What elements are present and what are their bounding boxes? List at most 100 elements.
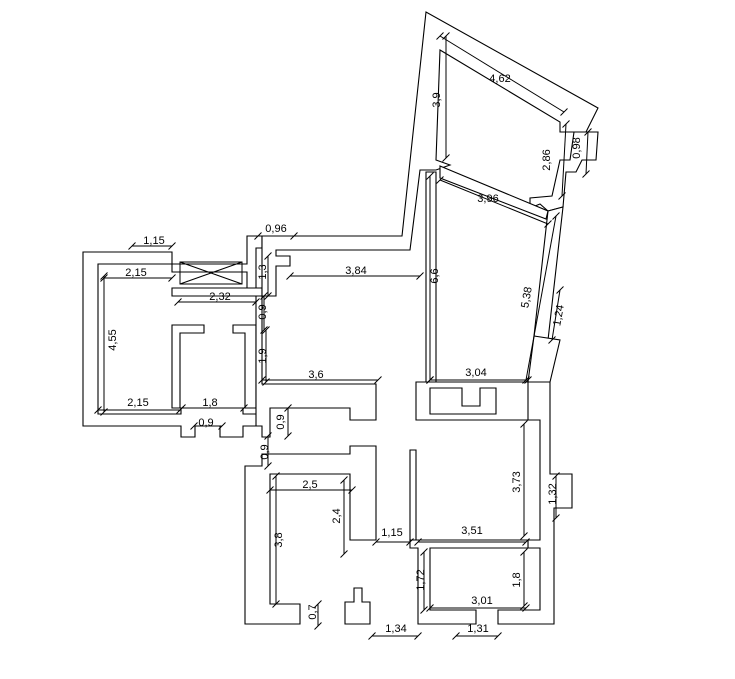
- dimension-label: 2,5: [302, 479, 317, 491]
- dimension-label: 3,51: [461, 525, 482, 537]
- dimension-label: 1,8: [202, 397, 217, 409]
- wall-bottom-middle: [409, 539, 529, 625]
- dimension-label: 1,31: [467, 623, 488, 635]
- dimension-d-24: 2,4: [331, 476, 348, 558]
- dimension-tick: [178, 404, 186, 412]
- dimension-tick: [420, 548, 428, 556]
- dimension-tick: [260, 326, 268, 334]
- dimension-label: 3,9: [431, 92, 443, 107]
- dimension-label: 0,9: [259, 444, 271, 459]
- wall-right-lower: [497, 381, 573, 625]
- dimension-tick: [436, 176, 444, 184]
- wall-main-top: [261, 11, 599, 297]
- dimension-d-096: 0,96: [254, 223, 298, 240]
- dimension-tick: [552, 212, 560, 220]
- dimension-d-132: 1,32: [547, 472, 560, 522]
- dimension-tick: [414, 538, 422, 546]
- dimension-d-301: 3,01: [426, 595, 530, 612]
- dimension-label: 1,24: [551, 304, 567, 327]
- dimension-label: 1,34: [385, 623, 406, 635]
- dimension-d-115b: 1,15: [372, 527, 414, 546]
- dimension-d-09d: 0,9: [259, 432, 272, 470]
- dimension-d-36: 3,6: [258, 369, 382, 384]
- wall-center-inner: [429, 387, 497, 415]
- dimension-label: 2,4: [331, 508, 343, 523]
- dimension-d-286: 2,86: [541, 120, 570, 200]
- dimension-tick: [436, 32, 444, 40]
- dimension-tick: [174, 298, 182, 306]
- dimension-d-124: 1,24: [548, 286, 567, 344]
- dimension-label: 0,9: [257, 304, 269, 319]
- dimension-label: 3,96: [477, 193, 498, 205]
- dimension-d-232: 2,32: [174, 291, 260, 306]
- dimension-d-304: 3,04: [426, 367, 532, 384]
- dimension-label: 1,72: [415, 569, 427, 590]
- dimension-tick: [284, 404, 292, 412]
- dimension-d-172: 1,72: [415, 548, 428, 614]
- dimension-tick: [556, 286, 564, 294]
- dimension-label: 0,7: [307, 604, 319, 619]
- dimension-tick: [494, 632, 502, 640]
- dimension-tick: [552, 472, 560, 480]
- wall-bottom-left-room: [244, 445, 377, 625]
- dimension-tick: [520, 532, 528, 540]
- wall-partition-1: [171, 324, 205, 409]
- dimension-d-351: 3,51: [414, 525, 530, 546]
- dimension-tick: [414, 632, 422, 640]
- dimension-tick: [522, 538, 530, 546]
- wall-right-upper: [529, 131, 599, 212]
- dimension-d-18b: 1,8: [511, 548, 528, 610]
- dimension-label: 2,86: [541, 149, 553, 170]
- dimension-tick: [426, 172, 434, 180]
- dimension-line: [525, 215, 557, 381]
- wall-partition-vertical: [409, 449, 417, 541]
- dimension-tick: [560, 108, 568, 116]
- dimension-label: 0,98: [571, 137, 583, 158]
- dimension-tick: [284, 432, 292, 440]
- dimension-d-455: 4,55: [100, 272, 119, 416]
- dimension-tick: [340, 476, 348, 484]
- dimension-tick: [272, 600, 280, 608]
- dimension-tick: [190, 422, 198, 430]
- dimension-tick: [264, 432, 272, 440]
- dimension-line: [585, 131, 589, 175]
- dimension-line: [551, 289, 561, 341]
- dimension-tick: [264, 292, 272, 300]
- dimension-d-38: 3,8: [272, 472, 285, 608]
- dimension-d-39: 3,9: [431, 32, 450, 162]
- dimension-tick: [260, 292, 268, 300]
- wall-diagonal-partition: [439, 165, 549, 220]
- wall-fixture-bottom: [344, 587, 371, 625]
- dimension-tick: [558, 192, 566, 200]
- dimension-tick: [168, 274, 176, 282]
- wall-corridor-left: [255, 295, 377, 438]
- dimension-d-538: 5,38: [519, 212, 560, 384]
- dimension-label: 1,15: [381, 527, 402, 539]
- dimension-label: 1,9: [257, 348, 269, 363]
- dimension-d-07: 0,7: [307, 600, 322, 630]
- dimension-tick: [262, 326, 270, 334]
- dimension-tick: [374, 376, 382, 384]
- dimension-tick: [272, 472, 280, 480]
- dimension-tick: [340, 550, 348, 558]
- dimension-d-131: 1,31: [452, 623, 502, 640]
- dimension-tick: [426, 376, 434, 384]
- dimension-d-098: 0,98: [571, 128, 592, 178]
- dimension-label: 3,01: [471, 595, 492, 607]
- dimension-label: 5,38: [519, 286, 535, 309]
- dimension-tick: [372, 538, 380, 546]
- walls: [82, 11, 599, 625]
- dimension-tick: [264, 252, 272, 260]
- dimension-tick: [128, 242, 136, 250]
- dimension-label: 4,55: [107, 329, 119, 350]
- dimension-tick: [100, 272, 108, 280]
- dimension-tick: [584, 128, 592, 136]
- dimension-tick: [314, 622, 322, 630]
- stair-fixture: [179, 261, 243, 285]
- dimension-tick: [520, 548, 528, 556]
- dimension-tick: [520, 420, 528, 428]
- dimension-d-25: 2,5: [266, 479, 356, 494]
- dimension-tick: [442, 32, 450, 40]
